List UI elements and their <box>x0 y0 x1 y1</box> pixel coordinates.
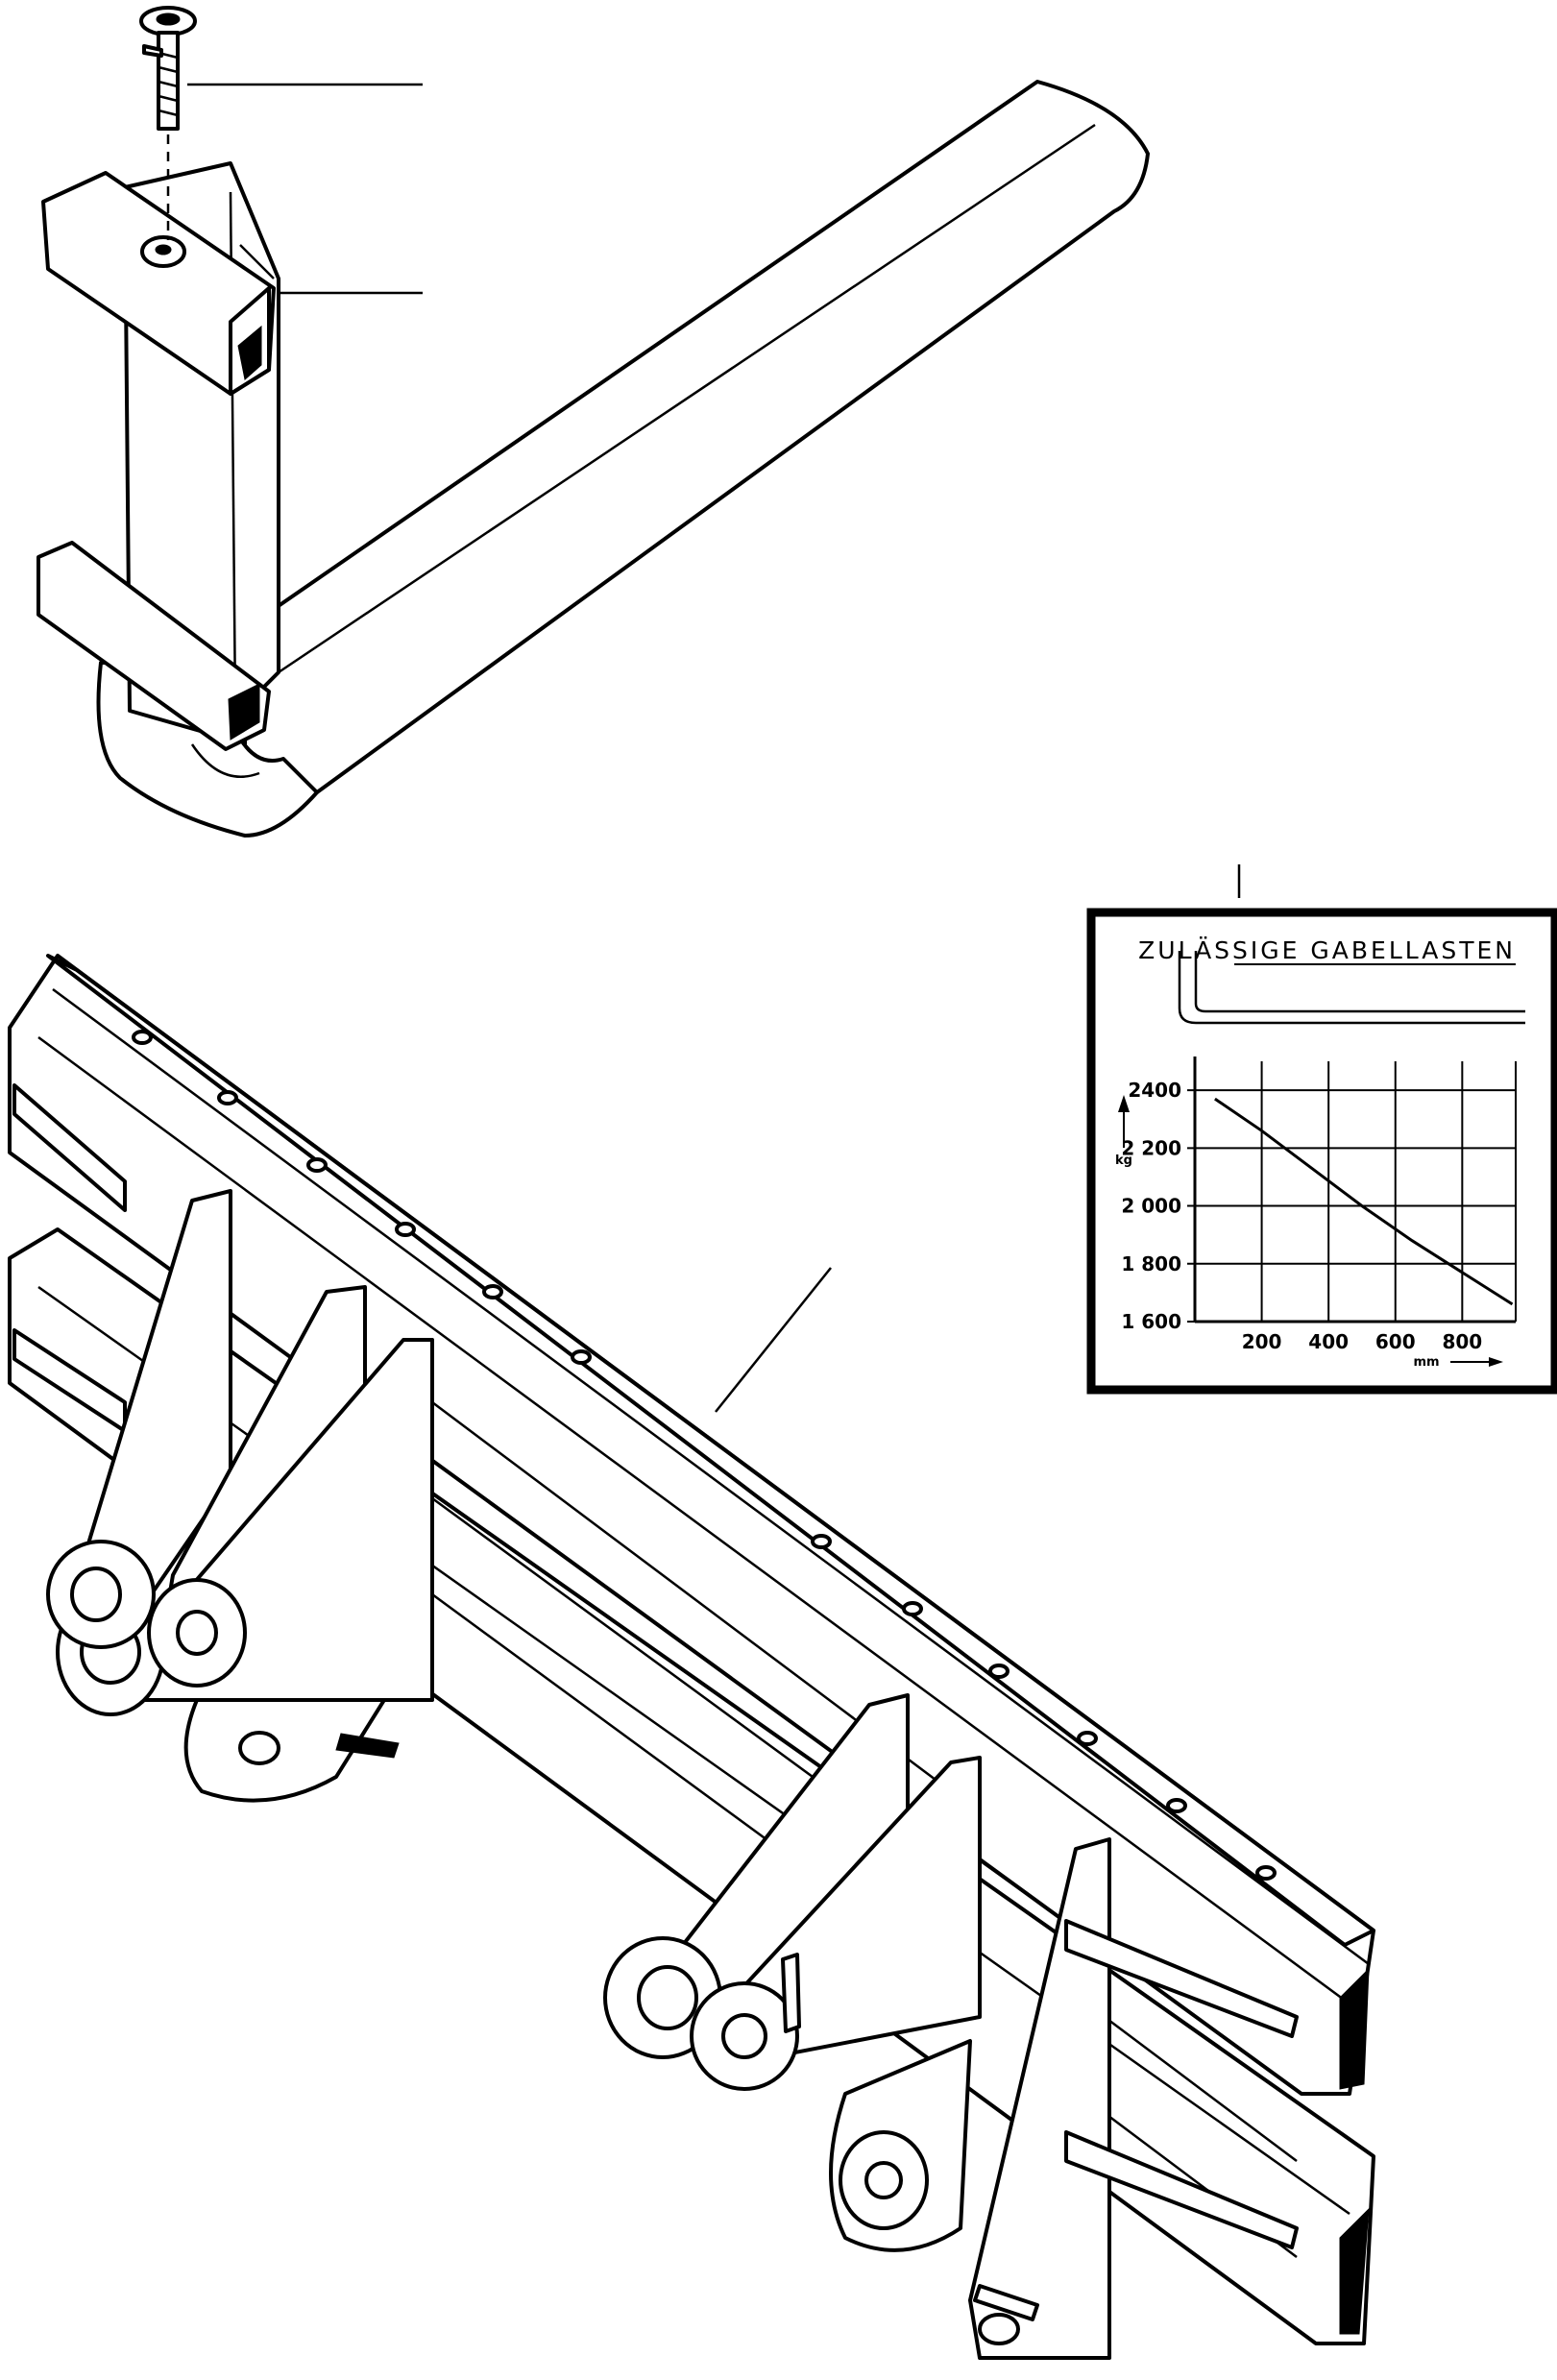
y-arrowhead <box>1118 1095 1130 1112</box>
fork-pictogram <box>1178 951 1525 1025</box>
x-tick-600: 600 <box>1375 1330 1416 1353</box>
y-tick-2000: 2 000 <box>1121 1195 1181 1218</box>
y-axis-label: kg <box>1115 1154 1132 1168</box>
x-tick-800: 800 <box>1442 1330 1482 1353</box>
load-chart: 200 400 600 800 1 600 1 800 2 000 2 200 2400 kg mm <box>1115 1056 1517 1370</box>
callout-carriage <box>715 1267 832 1413</box>
x-tick-200: 200 <box>1242 1330 1282 1353</box>
chart-title: ZULÄSSIGE GABELLASTEN <box>1138 936 1516 964</box>
x-axis-label: mm <box>1413 1355 1439 1370</box>
fork-tine <box>36 80 1150 838</box>
y-tick-2200: 2 200 <box>1121 1136 1181 1159</box>
load-capacity-plate: ZULÄSSIGE GABELLASTEN 200 400 600 800 1 600 1… <box>1086 908 1557 1395</box>
x-tick-400: 400 <box>1308 1330 1349 1353</box>
y-tick-2400: 2400 <box>1128 1079 1181 1102</box>
left-mounting-brackets <box>46 1189 434 1803</box>
rail-bolt-holes <box>132 1030 1277 1881</box>
locking-bolt <box>139 6 197 240</box>
y-tick-1600: 1 600 <box>1121 1310 1181 1333</box>
fork-carriage <box>8 954 1375 2360</box>
right-mounting-brackets <box>603 1693 1299 2360</box>
series-line-0 <box>1214 1097 1514 1306</box>
x-arrowhead <box>1489 1357 1503 1367</box>
y-tick-1800: 1 800 <box>1121 1252 1181 1275</box>
